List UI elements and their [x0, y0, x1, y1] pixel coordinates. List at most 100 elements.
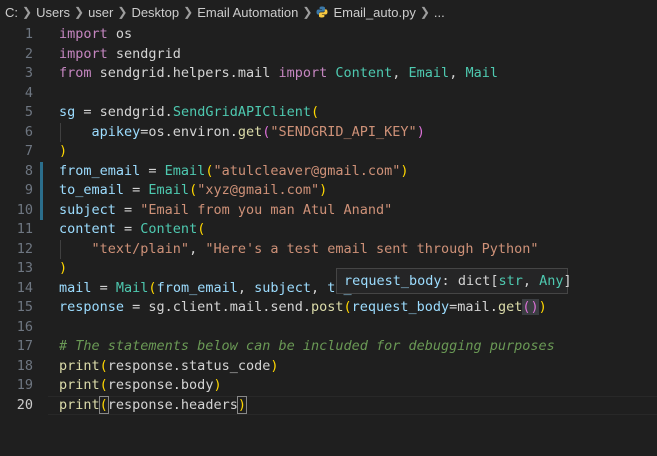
code-line[interactable]: 7)	[0, 142, 657, 162]
code-token: mail	[59, 279, 92, 296]
code-token: (	[189, 182, 198, 198]
code-text: from_email = Email("atulcleaver@gmail.co…	[59, 162, 409, 182]
line-number: 4	[24, 84, 33, 101]
code-token: from_email	[59, 162, 141, 179]
code-token: =	[140, 162, 165, 179]
code-token: apikey	[91, 123, 141, 140]
code-token	[59, 241, 92, 257]
code-token: (	[99, 357, 108, 374]
line-number: 13	[16, 260, 33, 276]
chevron-right-icon: ❯	[22, 5, 33, 19]
code-line[interactable]: 6 apikey=os.environ.get("SENDGRID_API_KE…	[0, 123, 657, 143]
code-token: content	[59, 221, 116, 237]
code-token: Email	[408, 65, 450, 81]
code-token: Content	[140, 221, 198, 237]
code-token: subject	[59, 201, 116, 218]
code-token: )	[538, 299, 547, 315]
code-text: print(response.headers)	[59, 395, 247, 416]
line-number: 2	[24, 45, 33, 62]
code-token: Email	[164, 162, 206, 179]
line-number: 12	[16, 240, 33, 257]
breadcrumb-item[interactable]: user	[88, 4, 114, 20]
breadcrumb-item[interactable]: Email_auto.py	[333, 4, 416, 20]
code-line[interactable]: 12 "text/plain", "Here's a test email se…	[0, 240, 657, 260]
code-text: subject = "Email from you man Atul Anand…	[59, 201, 392, 221]
code-text: apikey=os.environ.get("SENDGRID_API_KEY"…	[59, 123, 425, 143]
code-token: response.headers	[107, 396, 238, 413]
code-token: sendgrid	[107, 45, 181, 62]
python-file-icon	[316, 6, 328, 18]
breadcrumb-item[interactable]: Users	[36, 4, 71, 20]
code-text: to_email = Email("xyz@gmail.com")	[59, 181, 327, 201]
code-token: (	[98, 395, 109, 414]
line-number: 10	[16, 201, 33, 218]
code-token: response.status_code	[107, 357, 271, 374]
code-text: )	[59, 142, 67, 162]
code-token: "atulcleaver@gmail.com"	[213, 162, 401, 179]
code-text: content = Content(	[59, 220, 205, 240]
code-line[interactable]: 17 # The statements below can be included…	[0, 337, 657, 357]
code-token: "Here's a test email sent through Python…	[205, 240, 539, 257]
hover-tooltip: request_body: dict[str, Any]	[336, 268, 572, 294]
code-text: # The statements below can be included f…	[59, 337, 555, 357]
code-token: ,	[189, 240, 206, 257]
code-token: request_body	[351, 299, 450, 315]
code-line[interactable]: 13)	[0, 259, 657, 279]
code-text: )	[59, 259, 67, 279]
code-token: ()	[522, 299, 539, 315]
code-token: post	[310, 299, 344, 315]
chevron-right-icon: ❯	[183, 5, 194, 19]
code-line[interactable]: 9 to_email = Email("xyz@gmail.com")	[0, 181, 657, 201]
code-line[interactable]: 10 subject = "Email from you man Atul Ana…	[0, 201, 657, 221]
breadcrumb-item[interactable]: Desktop	[131, 4, 180, 20]
code-token: subject	[254, 279, 312, 296]
code-token: # The statements below can be included f…	[59, 338, 555, 354]
breadcrumb-item[interactable]: C:	[5, 4, 18, 20]
code-line[interactable]: 16	[0, 318, 657, 338]
tooltip-token: str	[498, 273, 523, 289]
code-token: (	[262, 123, 271, 140]
code-token: to_email	[59, 182, 125, 198]
code-token: sg	[59, 104, 76, 120]
breadcrumb-item[interactable]: Email Automation	[197, 4, 299, 20]
code-token: (	[197, 221, 206, 237]
line-number: 9	[24, 182, 33, 198]
tooltip-token: dict	[457, 273, 491, 289]
code-token: Mail	[115, 279, 149, 296]
line-number: 17	[16, 338, 33, 354]
tooltip-token: request_body	[344, 273, 442, 289]
chevron-right-icon: ❯	[302, 5, 313, 19]
code-token: =	[115, 221, 141, 237]
code-token: from	[59, 65, 92, 81]
code-token: get	[497, 299, 523, 315]
code-token: ,	[392, 65, 409, 81]
code-text: import os	[59, 25, 132, 45]
line-number: 14	[16, 279, 33, 296]
code-token: )	[400, 162, 409, 179]
line-number: 3	[24, 65, 33, 81]
code-line[interactable]: 4	[0, 84, 657, 104]
code-token: response	[59, 299, 125, 315]
modified-lines-indicator[interactable]	[40, 161, 43, 220]
code-token: =	[124, 182, 149, 198]
breadcrumb-item[interactable]: ...	[433, 4, 445, 20]
code-text: sg = sendgrid.SendGridAPIClient(	[59, 103, 319, 123]
code-token: (	[99, 377, 108, 393]
code-token: get	[237, 123, 263, 140]
code-token: )	[59, 143, 68, 159]
chevron-right-icon: ❯	[74, 5, 85, 19]
code-token: (	[148, 279, 157, 296]
code-token: )	[416, 123, 425, 140]
